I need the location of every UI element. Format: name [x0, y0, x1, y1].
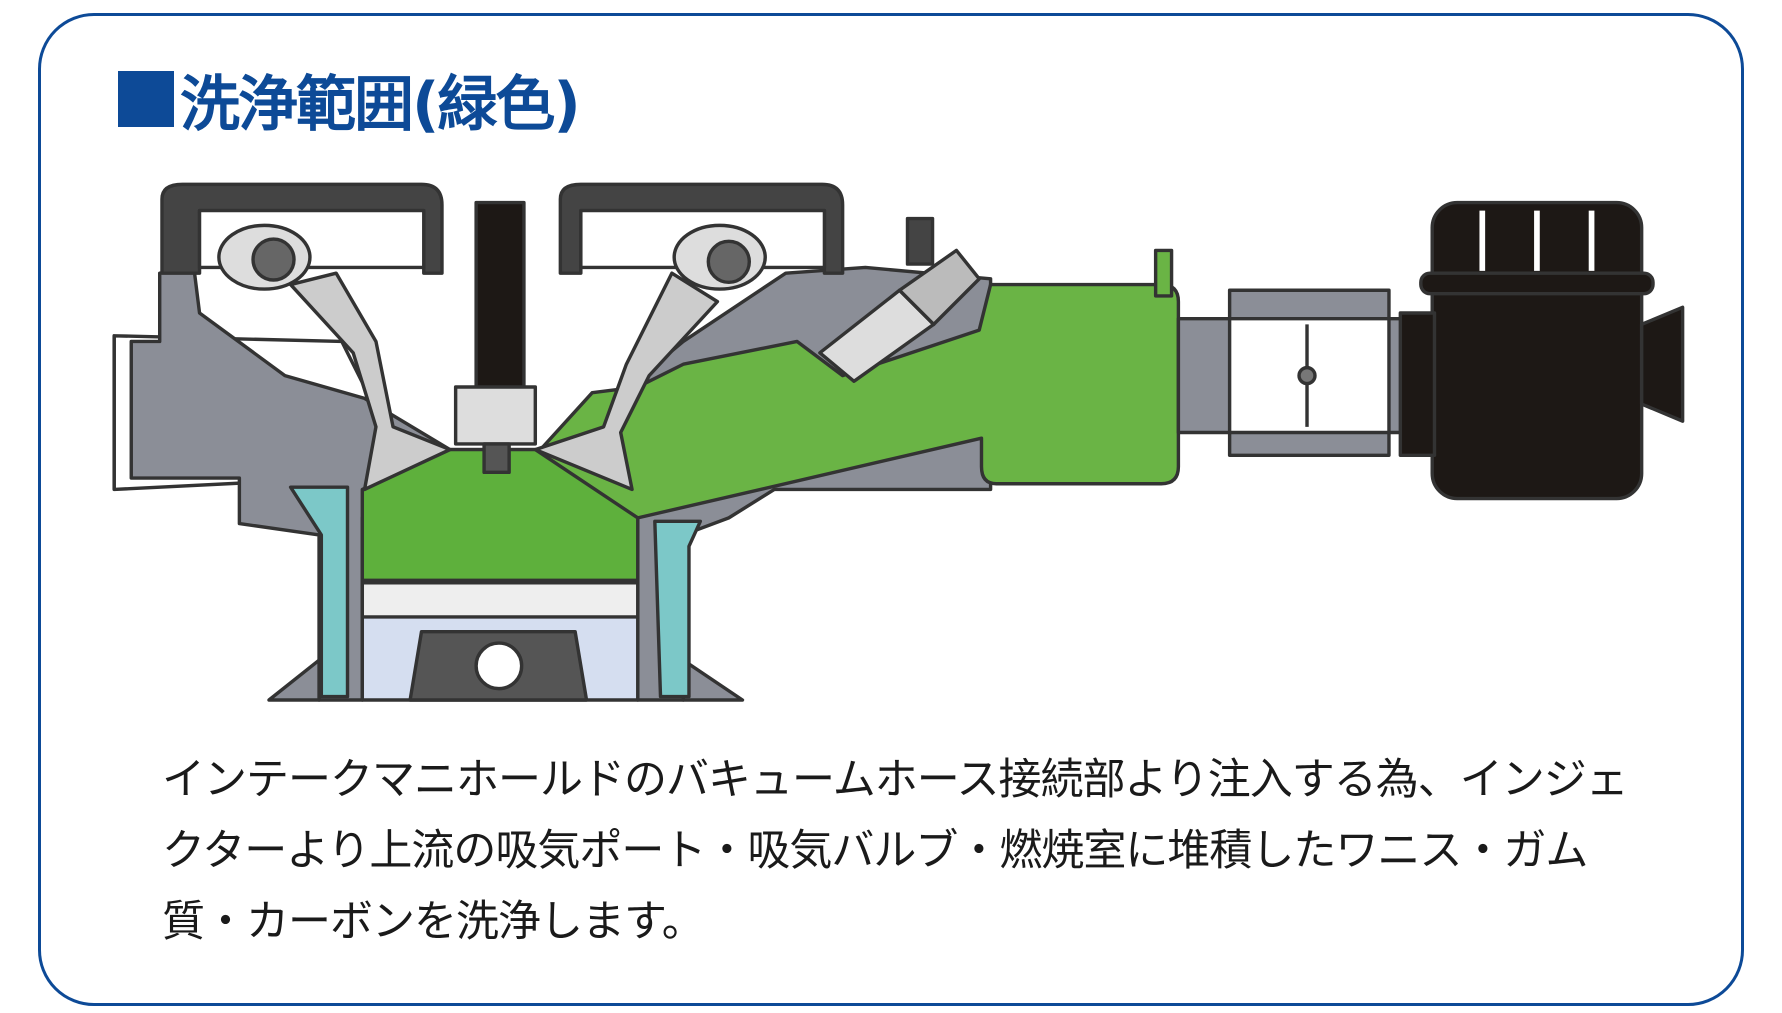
section-title: 洗浄範囲(緑色): [118, 62, 581, 140]
piston-rings: [360, 581, 640, 619]
cleaning-area-intake: [533, 282, 1181, 520]
vacuum-hose-port: [1153, 248, 1174, 298]
piston-pin: [474, 641, 524, 691]
coolant-jacket-right: [653, 519, 703, 699]
coolant-jacket-left: [288, 485, 350, 699]
spark-plug: [474, 200, 526, 393]
intake-valve: [533, 271, 720, 492]
exhaust-valve: [288, 271, 452, 492]
square-bullet-icon: [118, 71, 174, 127]
cam-cover-left: [160, 182, 444, 275]
fuel-injector: [818, 216, 981, 384]
cam-cover-right: [558, 182, 845, 275]
description-text: インテークマニホールドのバキュームホース接続部より注入する為、インジェクターより…: [162, 755, 1629, 947]
section-title-text: 洗浄範囲(緑色): [180, 69, 581, 140]
